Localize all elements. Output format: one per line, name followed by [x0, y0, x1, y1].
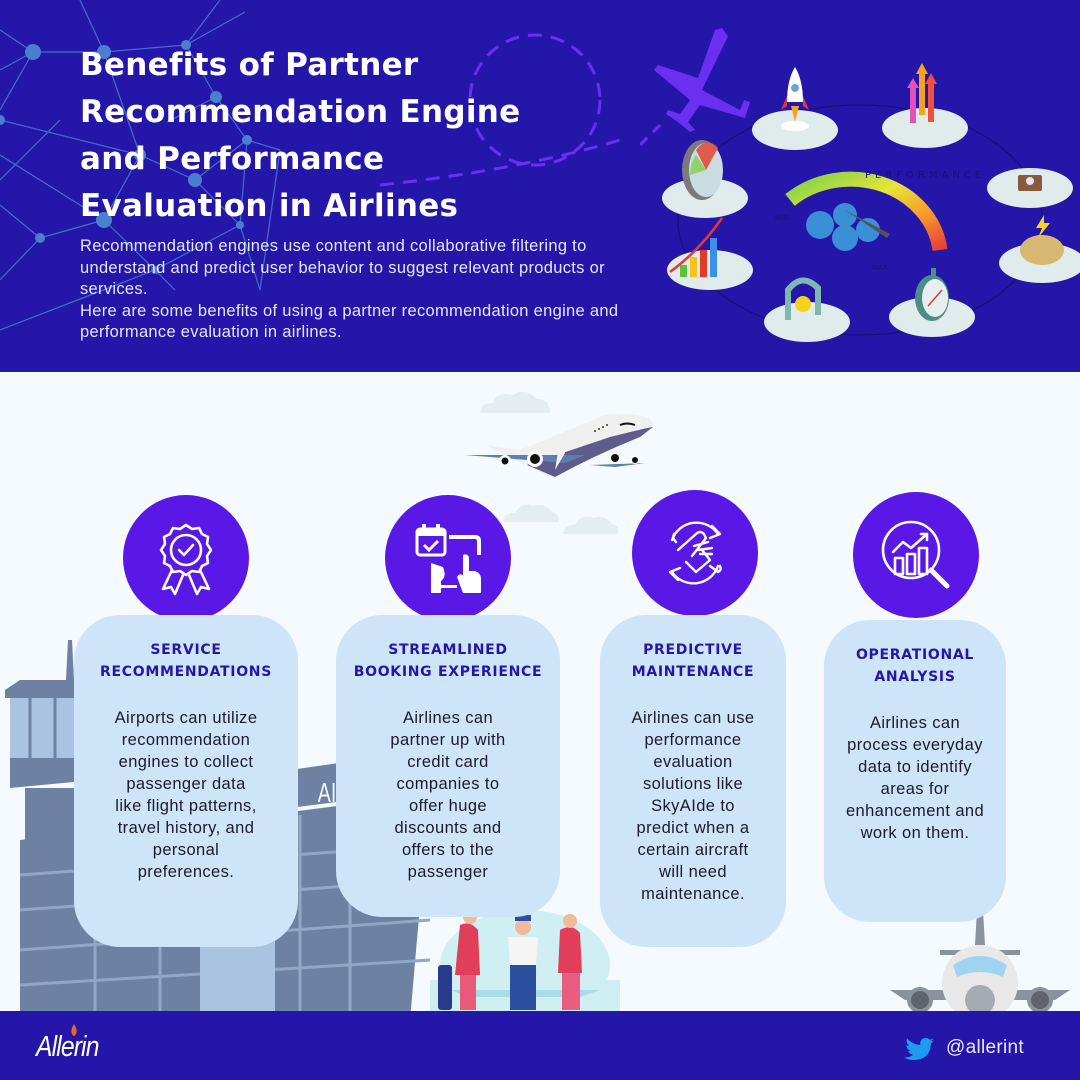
cloud-decoration	[480, 391, 550, 413]
footer-bar: Allerin @allerint	[0, 1011, 1080, 1080]
analytics-magnifier-chart-icon	[881, 520, 950, 589]
terminal-sign: AI	[318, 778, 337, 809]
gauge-label: PERFORMANCE	[865, 170, 985, 181]
benefit-card-streamlined-booking: STREAMLINED BOOKING EXPERIENCE Airlines …	[336, 615, 560, 917]
title-line: and Performance	[80, 141, 385, 177]
cloud-decoration	[503, 504, 559, 522]
card-body: Airlines can process everyday data to id…	[845, 714, 985, 842]
card-title: SERVICE RECOMMENDATIONS	[74, 639, 298, 683]
title-line: Recommendation Engine	[80, 94, 521, 130]
maintenance-wrench-cycle-icon	[668, 521, 722, 585]
parked-airplane-illustration	[890, 907, 1070, 1015]
brain-icon	[1020, 215, 1064, 265]
intro-text: Recommendation engines use content and c…	[80, 236, 650, 344]
flame-icon	[71, 1024, 77, 1036]
benefit-card-predictive-maintenance: PREDICTIVE MAINTENANCE Airlines can use …	[600, 615, 786, 947]
card-title: OPERATIONAL ANALYSIS	[824, 644, 1006, 688]
mobile-booking-calendar-icon	[415, 524, 481, 593]
stopwatch-icon	[915, 268, 949, 321]
analysis-icon-badge	[853, 492, 979, 618]
card-title-line: OPERATIONAL	[855, 647, 975, 663]
twitter-handle[interactable]: @allerint	[946, 1037, 1024, 1058]
card-title-line: MAINTENANCE	[631, 664, 755, 680]
lightbulb-idea-icon	[785, 277, 821, 320]
card-title-line: BOOKING EXPERIENCE	[353, 664, 543, 680]
speedometer-icon	[682, 140, 723, 200]
benefit-card-service-recommendations: SERVICE RECOMMENDATIONS Airports can uti…	[74, 615, 298, 947]
airplane-silhouette-icon	[654, 28, 750, 132]
benefit-card-operational-analysis: OPERATIONAL ANALYSIS Airlines can proces…	[824, 620, 1006, 922]
title-line: Benefits of Partner	[80, 47, 419, 83]
brand-logo[interactable]: Allerin	[36, 1031, 99, 1063]
network-pattern-decoration	[0, 0, 621, 331]
rocket-icon	[781, 67, 809, 131]
cloud-decoration	[563, 516, 619, 534]
growth-arrows-icon	[907, 63, 937, 123]
title-line: Evaluation in Airlines	[80, 188, 459, 224]
booking-icon-badge	[385, 495, 511, 621]
gauge-min-label: MIN	[775, 214, 788, 222]
service-icon-badge	[123, 495, 249, 621]
bar-chart-icon	[669, 217, 724, 277]
header-banner: Benefits of Partner Recommendation Engin…	[0, 0, 1080, 372]
twitter-icon[interactable]	[904, 1037, 934, 1063]
card-title-line: STREAMLINED	[388, 642, 508, 658]
airplane-illustration	[465, 413, 654, 477]
card-body: Airlines can partner up with credit card…	[390, 709, 506, 881]
intro-paragraph: Here are some benefits of using a partne…	[80, 301, 619, 342]
card-body: Airports can utilize recommendation engi…	[114, 709, 258, 881]
intro-paragraph: Recommendation engines use content and c…	[80, 237, 605, 298]
card-title-line: RECOMMENDATIONS	[100, 664, 272, 680]
processor-chip-icon	[1018, 175, 1042, 191]
maintenance-icon-badge	[632, 490, 758, 616]
card-title-line: PREDICTIVE	[643, 642, 743, 658]
gauge-max-label: MAX	[872, 264, 888, 272]
award-badge-check-icon	[159, 523, 213, 596]
card-title: STREAMLINED BOOKING EXPERIENCE	[336, 639, 560, 683]
page-title: Benefits of Partner Recommendation Engin…	[80, 42, 640, 230]
card-title-line: ANALYSIS	[874, 669, 956, 685]
card-title: PREDICTIVE MAINTENANCE	[600, 639, 786, 683]
performance-illustration: PERFORMANCE MIN MAX	[640, 28, 1080, 342]
performance-gauge-icon: PERFORMANCE MIN MAX	[775, 170, 985, 272]
card-title-line: SERVICE	[150, 642, 222, 658]
card-body: Airlines can use performance evaluation …	[631, 709, 755, 903]
flight-crew-illustration	[430, 910, 620, 1015]
